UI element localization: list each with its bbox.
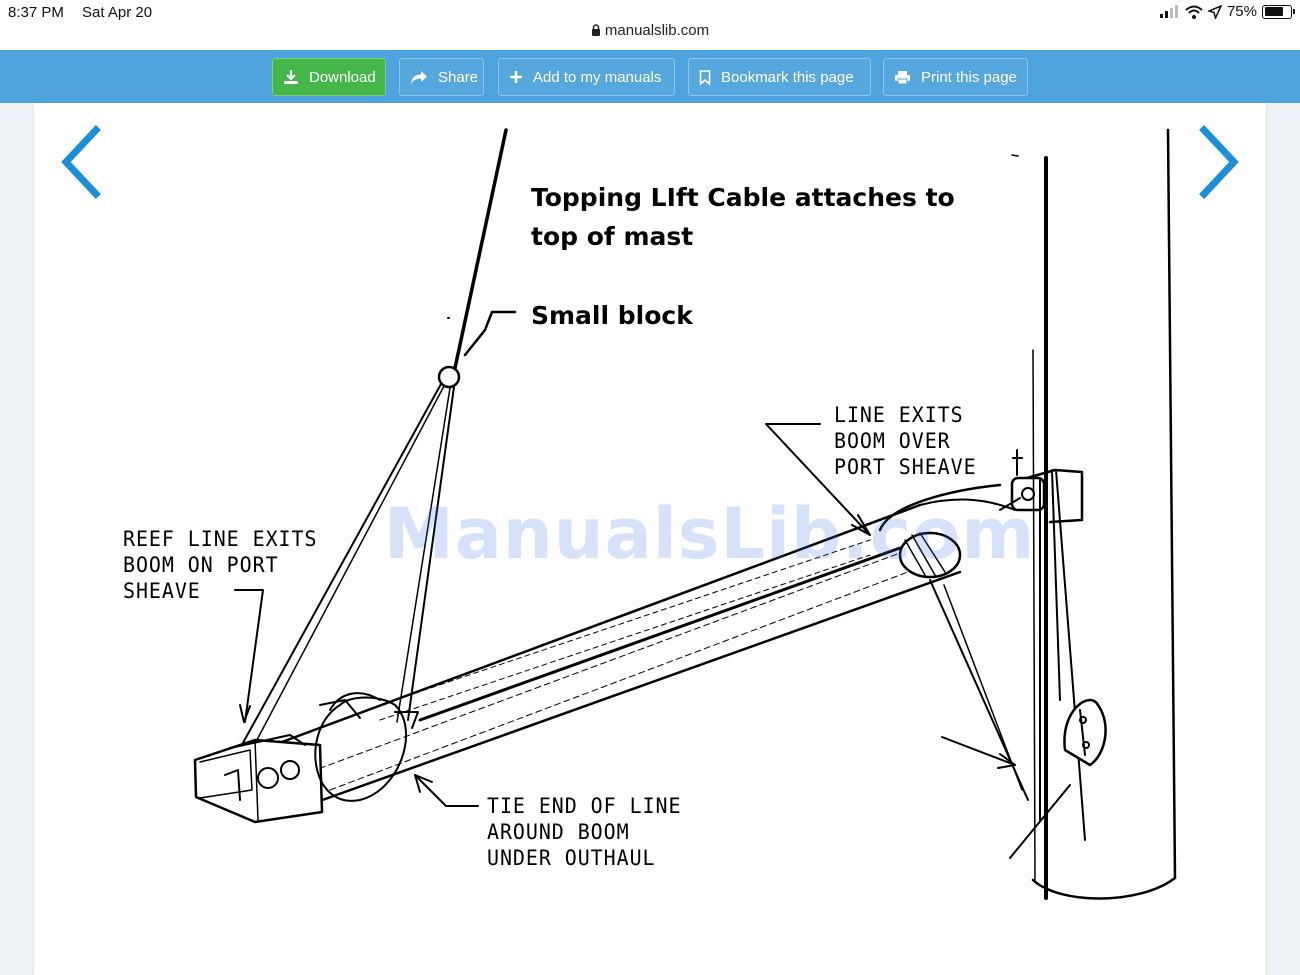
status-time: 8:37 PM: [8, 4, 64, 21]
print-button[interactable]: Print this page: [883, 58, 1028, 96]
share-label: Share: [438, 68, 479, 86]
wifi-icon: [1185, 5, 1203, 19]
status-bar: 8:37 PM Sat Apr 20 75%: [0, 0, 1300, 28]
battery-icon: [1262, 4, 1295, 19]
location-arrow-icon: [1207, 4, 1222, 19]
small-block-annotation: Small block: [531, 301, 693, 330]
topping-lift-line2: top of mast: [531, 222, 694, 251]
bookmark-icon: [699, 69, 711, 85]
download-label: Download: [309, 68, 376, 86]
cellular-signal-icon: [1159, 5, 1178, 18]
bookmark-label: Bookmark this page: [721, 68, 854, 86]
topping-lift-annotation: Topping LIft Cable attaches to top of ma…: [531, 178, 955, 256]
next-page-chevron-icon[interactable]: [1192, 122, 1244, 202]
download-button[interactable]: Download: [272, 58, 386, 96]
watermark: ManualsLib.com: [384, 493, 1036, 575]
bookmark-button[interactable]: Bookmark this page: [688, 58, 871, 96]
boom-rigging-diagram: [193, 128, 1177, 900]
status-date: Sat Apr 20: [82, 4, 153, 21]
previous-page-chevron-icon[interactable]: [56, 122, 108, 202]
toolbar: Download Share Add to my manuals Bookmar…: [0, 50, 1300, 103]
url-bar[interactable]: manualslib.com: [0, 22, 1300, 48]
plus-icon: [510, 71, 522, 83]
add-to-my-manuals-button[interactable]: Add to my manuals: [498, 58, 675, 96]
print-label: Print this page: [921, 68, 1017, 86]
share-icon: [411, 70, 427, 84]
battery-percent: 75%: [1226, 3, 1257, 20]
tie-end-label: TIE END OF LINE AROUND BOOM UNDER OUTHAU…: [487, 794, 682, 870]
lock-icon: [591, 24, 600, 36]
topping-lift-line1: Topping LIft Cable attaches to: [531, 183, 955, 212]
share-button[interactable]: Share: [399, 58, 484, 96]
line-exits-label: LINE EXITS BOOM OVER PORT SHEAVE: [834, 403, 977, 479]
url-text: manualslib.com: [604, 22, 710, 39]
add-label: Add to my manuals: [533, 68, 662, 86]
download-icon: [284, 70, 298, 84]
status-indicators: 75%: [1159, 3, 1295, 20]
reef-line-label: REEF LINE EXITS BOOM ON PORT SHEAVE: [123, 527, 318, 603]
print-icon: [895, 70, 910, 84]
